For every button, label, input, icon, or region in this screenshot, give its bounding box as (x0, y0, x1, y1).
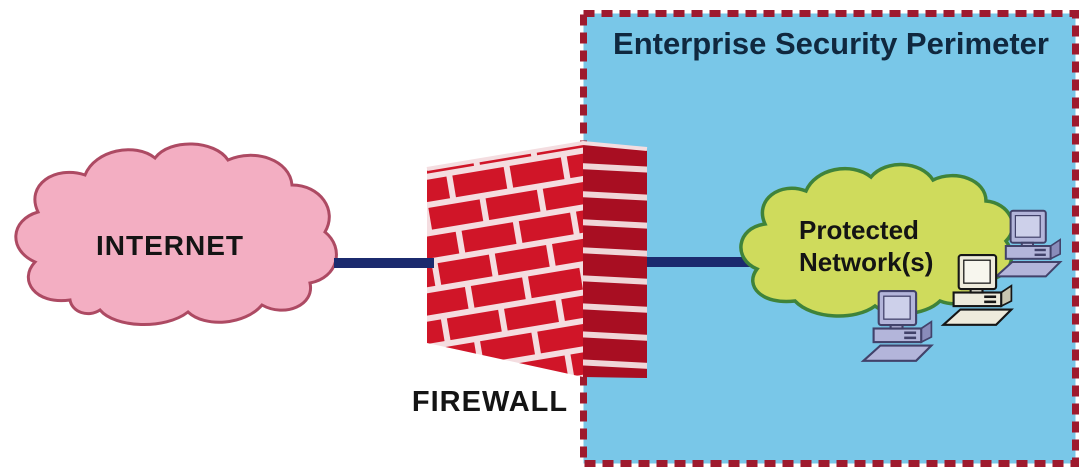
protected-network-label-line2: Network(s) (799, 247, 934, 277)
brick-wall-icon (426, 141, 648, 378)
internet-cloud-icon (14, 142, 338, 327)
computer-icon (940, 254, 1014, 326)
protected-network-label: Protected Network(s) (799, 214, 999, 278)
protected-network-cloud-icon (739, 162, 1015, 318)
firewall-label: FIREWALL (411, 386, 569, 418)
internet-label: INTERNET (96, 230, 244, 261)
computer-icon (993, 209, 1063, 278)
perimeter-title: Enterprise Security Perimeter (613, 26, 1049, 61)
protected-network-label-line1: Protected (799, 215, 919, 245)
computer-icon (860, 290, 934, 362)
